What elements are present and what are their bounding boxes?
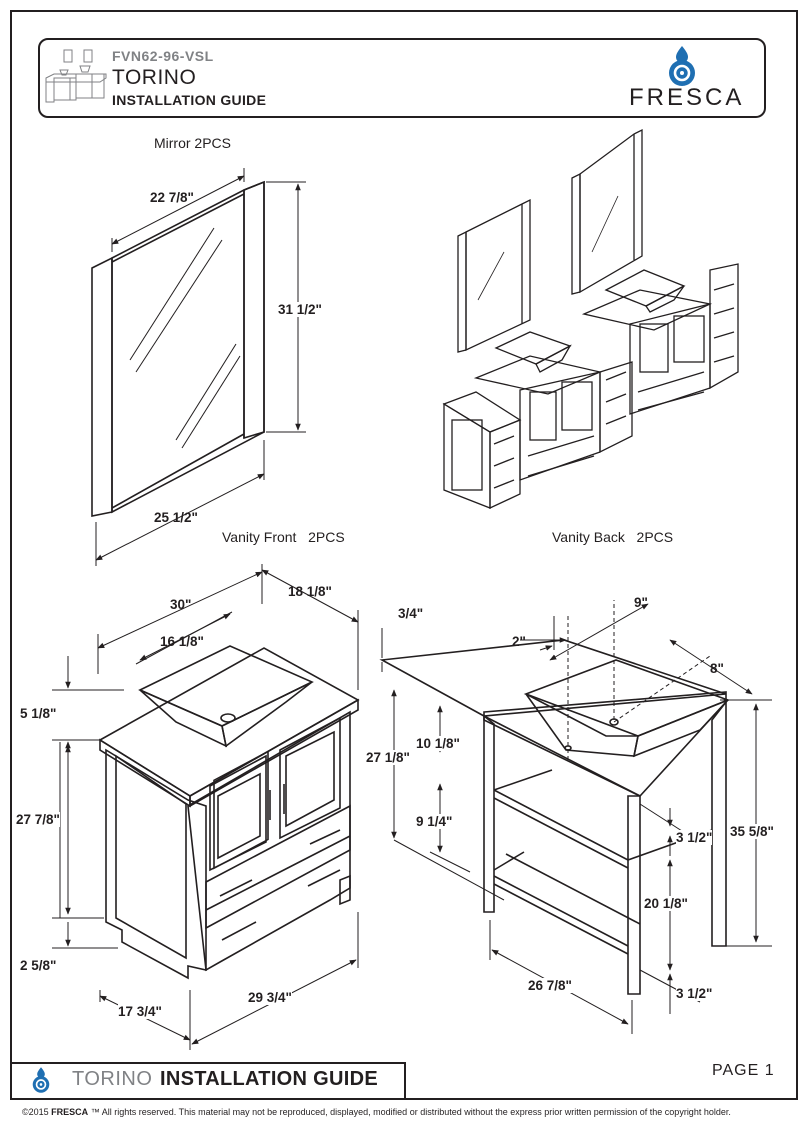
header-box bbox=[38, 38, 766, 118]
guide-title: INSTALLATION GUIDE bbox=[112, 92, 267, 108]
mirror-width-top-label: 22 7/8" bbox=[150, 190, 194, 205]
mirror-height-label: 31 1/2" bbox=[278, 302, 322, 317]
fresca-drop-icon-footer bbox=[32, 1067, 50, 1093]
back-upper-height-label: 27 1/8" bbox=[366, 750, 410, 765]
brand-name: FRESCA bbox=[629, 84, 745, 111]
back-shelf-2-label: 3 1/2" bbox=[676, 986, 713, 1001]
back-offset-8-label: 8" bbox=[710, 661, 724, 676]
mirror-caption: Mirror 2PCS bbox=[154, 135, 232, 151]
front-sink-width-label: 16 1/8" bbox=[160, 634, 204, 649]
front-base-depth-label: 17 3/4" bbox=[118, 1004, 162, 1019]
footer-guide-title: INSTALLATION GUIDE bbox=[160, 1068, 378, 1090]
front-depth-label: 18 1/8" bbox=[288, 584, 332, 599]
mirror-dimensions bbox=[95, 168, 306, 566]
footer-series-name: TORINO bbox=[72, 1068, 153, 1090]
footer-box bbox=[10, 1062, 406, 1100]
back-offset-2-label: 2" bbox=[512, 634, 526, 649]
vanity-front-caption: Vanity Front 2PCS bbox=[222, 529, 345, 545]
mirror-drawing bbox=[91, 180, 265, 517]
front-sink-height-label: 5 1/8" bbox=[20, 706, 57, 721]
front-base-width-label: 29 3/4" bbox=[248, 990, 292, 1005]
model-number: FVN62-96-VSL bbox=[112, 48, 214, 64]
vanity-front-drawing bbox=[98, 645, 360, 980]
back-upper-gap-label: 10 1/8" bbox=[416, 736, 460, 751]
back-lower-height-label: 20 1/8" bbox=[644, 896, 688, 911]
back-total-height-label: 35 5/8" bbox=[730, 824, 774, 839]
vanity-back-dimensions bbox=[381, 600, 772, 1034]
vanity-front-dimensions bbox=[52, 564, 359, 1050]
page-number: PAGE 1 bbox=[712, 1062, 775, 1079]
fresca-drop-icon bbox=[669, 46, 695, 86]
vanity-set-drawing bbox=[442, 128, 739, 510]
mirror-width-bottom-label: 25 1/2" bbox=[154, 510, 198, 525]
series-name: TORINO bbox=[112, 66, 197, 89]
copyright-text: ™ All rights reserved. This material may… bbox=[90, 1107, 731, 1117]
back-lower-gap-label: 9 1/4" bbox=[416, 814, 453, 829]
vanity-back-caption: Vanity Back 2PCS bbox=[552, 529, 674, 545]
copyright-year: ©2015 bbox=[22, 1107, 49, 1117]
back-offset-9-label: 9" bbox=[634, 595, 648, 610]
back-base-width-label: 26 7/8" bbox=[528, 978, 572, 993]
back-shelf-1-label: 3 1/2" bbox=[676, 830, 713, 845]
copyright-brand: FRESCA bbox=[51, 1107, 89, 1117]
copyright-notice: ©2015 FRESCA ™ All rights reserved. This… bbox=[22, 1107, 731, 1117]
front-width-label: 30" bbox=[170, 597, 192, 612]
vanity-set-thumbnail bbox=[45, 49, 107, 103]
front-leg-height-label: 2 5/8" bbox=[20, 958, 57, 973]
front-cabinet-height-label: 27 7/8" bbox=[16, 812, 60, 827]
back-top-thickness-label: 3/4" bbox=[398, 606, 424, 621]
